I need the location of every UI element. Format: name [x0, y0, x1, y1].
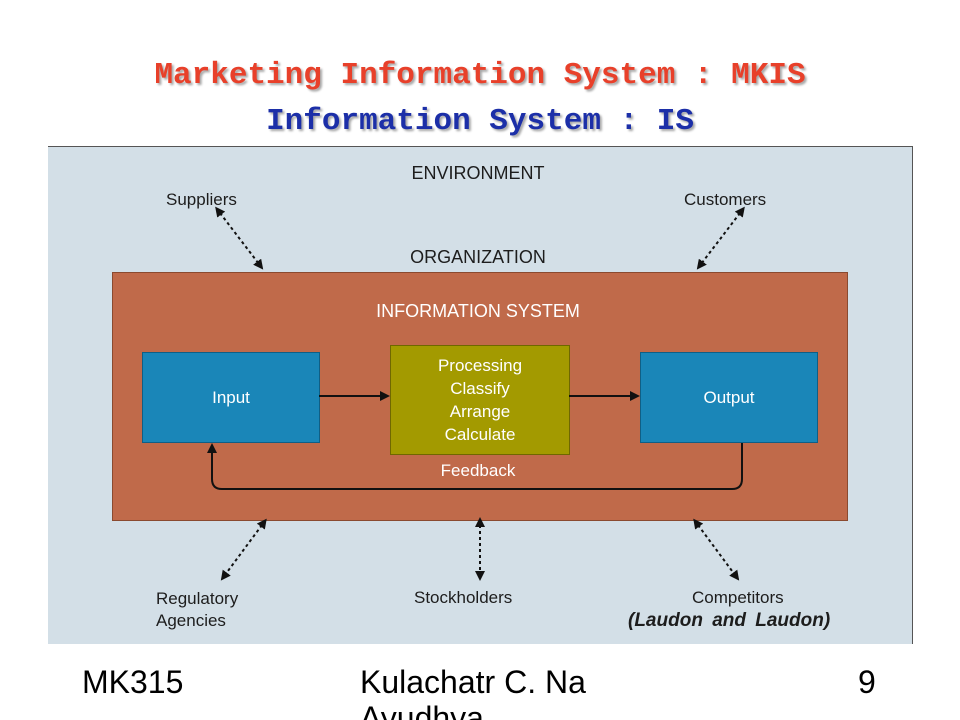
input-label: Input	[212, 388, 250, 407]
calculate-label: Calculate	[444, 425, 516, 444]
regulatory-agencies-label: Regulatory Agencies	[156, 588, 238, 632]
output-box: Output	[640, 352, 818, 443]
customers-label: Customers	[684, 190, 767, 209]
footer-page-number: 9	[858, 664, 876, 700]
input-box: Input	[142, 352, 320, 443]
competitors-label: Competitors	[692, 588, 784, 607]
footer-author: Kulachatr C. Na Ayudhya	[360, 664, 586, 720]
regulatory-line2: Agencies	[156, 611, 226, 630]
citation-text: (Laudon and Laudon)	[628, 610, 831, 631]
is-diagram: ENVIRONMENT Suppliers Customers ORGANIZA…	[48, 146, 913, 644]
diagram-arrows	[207, 206, 745, 581]
suppliers-arrow	[215, 206, 264, 270]
processing-box: Processing Classify Arrange Calculate	[390, 345, 570, 455]
processing-label: Processing	[437, 356, 523, 375]
output-label: Output	[703, 388, 755, 407]
arrange-label: Arrange	[449, 402, 511, 421]
feedback-loop-arrow	[207, 443, 743, 490]
information-system-label: INFORMATION SYSTEM	[376, 301, 580, 321]
suppliers-label: Suppliers	[166, 190, 237, 209]
slide-title-line2: Information System : IS	[266, 104, 694, 139]
competitors-arrow	[693, 518, 740, 581]
customers-arrow	[696, 206, 745, 270]
environment-label: ENVIRONMENT	[411, 163, 545, 183]
regulatory-line1: Regulatory	[156, 589, 239, 608]
regulatory-arrow	[220, 518, 267, 581]
organization-label: ORGANIZATION	[410, 247, 546, 267]
feedback-label: Feedback	[440, 461, 516, 480]
classify-label: Classify	[450, 379, 510, 398]
slide-title-line1: Marketing Information System : MKIS	[154, 58, 806, 93]
stockholders-label: Stockholders	[414, 588, 513, 607]
footer-course: MK315	[82, 664, 184, 700]
